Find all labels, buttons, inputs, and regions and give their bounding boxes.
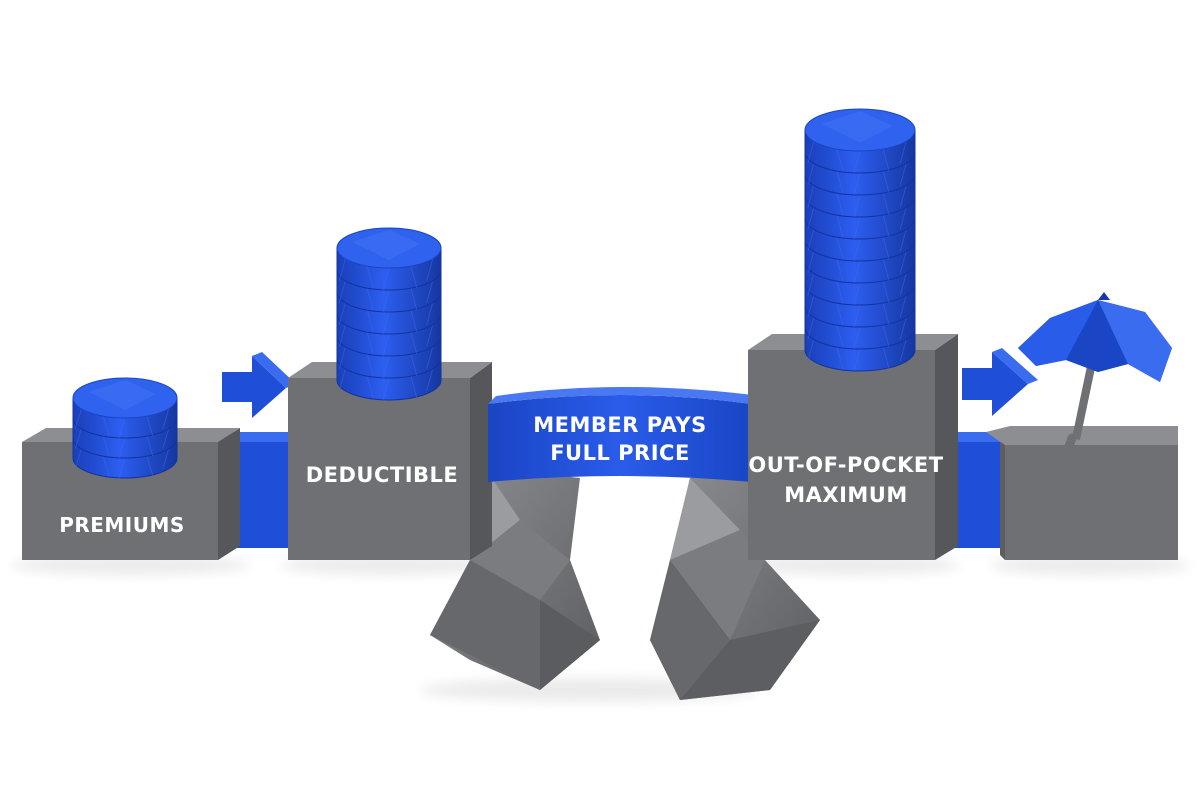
ground-shadows xyxy=(10,555,1190,702)
oop-max-label-line2: MAXIMUM xyxy=(784,483,908,507)
premiums-label: PREMIUMS xyxy=(59,513,185,537)
coin-facet xyxy=(88,380,157,410)
deductible-label: DEDUCTIBLE xyxy=(306,463,459,487)
oop-max-label-line1: OUT-OF-POCKET xyxy=(748,453,943,477)
umbrella-icon xyxy=(1018,292,1172,465)
arrow-right-icon xyxy=(222,352,296,418)
member-pays-label-line2: FULL PRICE xyxy=(550,441,690,465)
oop-max-coin-stack xyxy=(804,108,916,372)
right-cliff-rock xyxy=(650,468,820,700)
deductible-coin-stack xyxy=(336,227,442,401)
arrow-right-icon xyxy=(962,348,1038,416)
member-pays-label-line1: MEMBER PAYS xyxy=(533,413,707,437)
coin-facet xyxy=(352,230,421,260)
coin-facet xyxy=(821,111,893,143)
member-pays-bridge xyxy=(488,387,760,482)
protection-block xyxy=(986,426,1178,560)
premiums-coin-stack xyxy=(72,377,178,479)
